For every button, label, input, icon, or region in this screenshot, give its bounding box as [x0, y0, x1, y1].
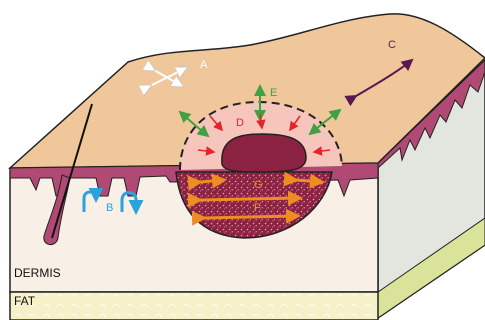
label-a: A: [200, 59, 208, 71]
label-e: E: [270, 87, 277, 99]
label-f: F: [254, 202, 261, 214]
tumor-nodule-icon: [222, 134, 306, 172]
label-d: D: [236, 117, 244, 129]
dermis-label: DERMIS: [14, 266, 61, 280]
label-g: G: [254, 179, 263, 191]
label-b: B: [106, 202, 113, 214]
fat-label: FAT: [14, 294, 36, 308]
label-c: C: [388, 39, 396, 51]
fat-layer: [10, 292, 378, 320]
